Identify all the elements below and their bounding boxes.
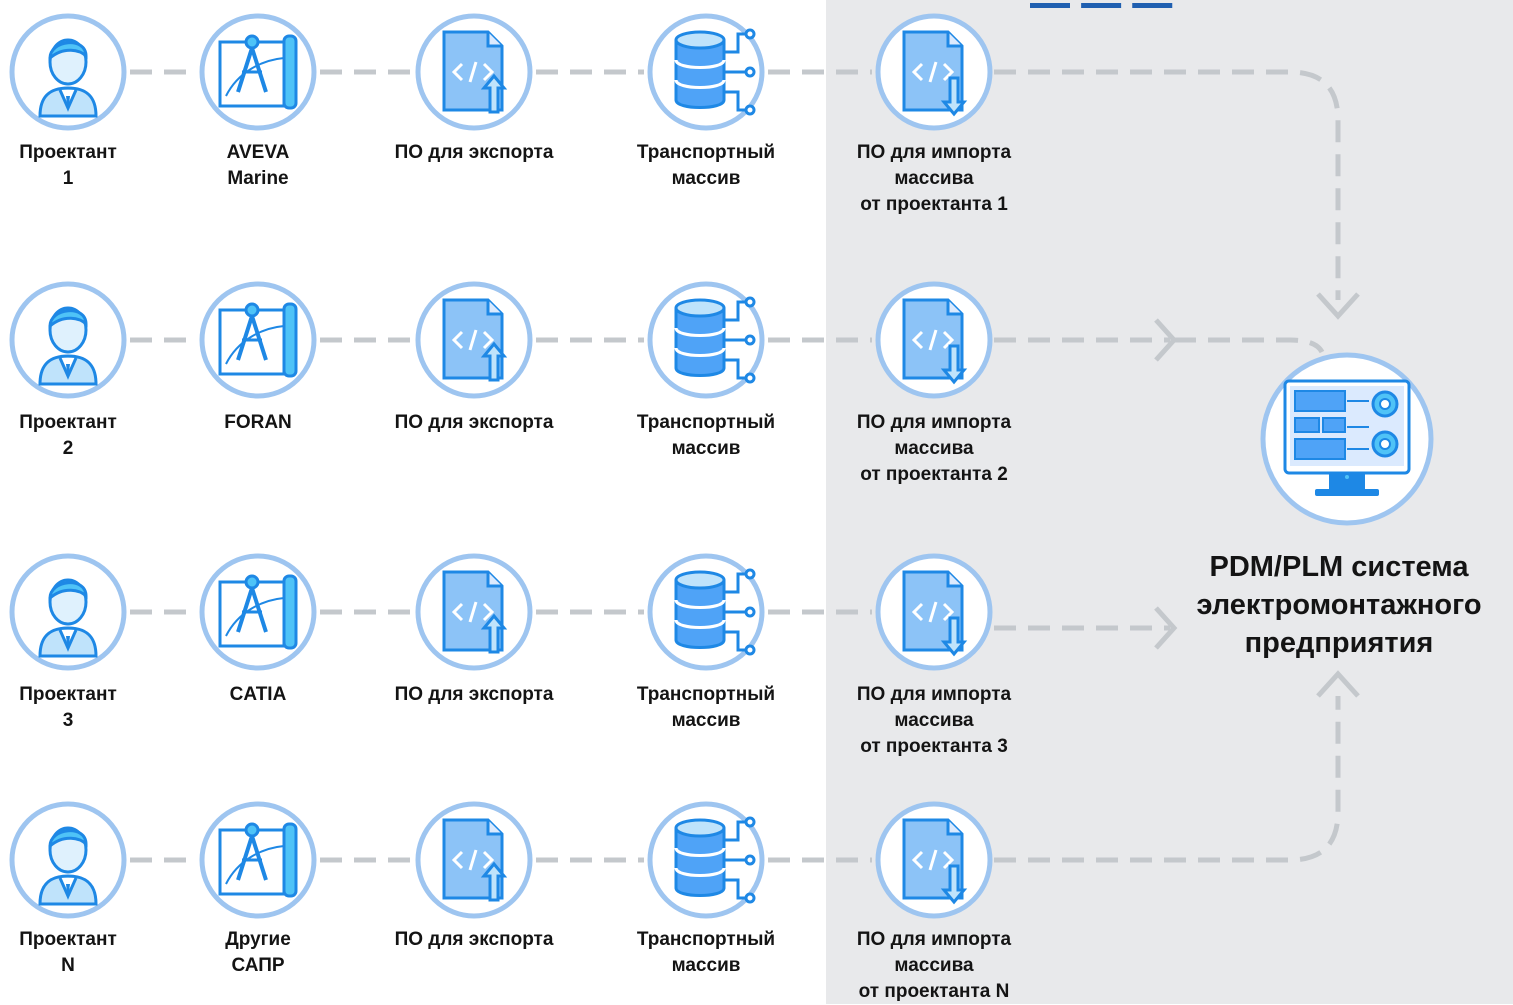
designer-label: Проектант N (19, 929, 117, 976)
computer-gears-icon (1260, 352, 1434, 526)
arrow-head-up (1316, 670, 1360, 698)
code-import-icon (875, 553, 993, 671)
import-software-label: ПО для импорта массива от проектанта 2 (856, 412, 1012, 485)
person-icon (9, 281, 127, 399)
code-import-icon (875, 13, 993, 131)
person-icon (9, 13, 127, 131)
pdm-plm-system-label: PDM/PLM система электромонтажного предпр… (1196, 551, 1482, 659)
transport-array-node (646, 12, 766, 132)
arrow-head-down (1316, 292, 1360, 320)
code-export-icon (415, 553, 533, 671)
export-software-node (414, 12, 534, 132)
import-software-label: ПО для импорта массива от проектанта N (856, 929, 1012, 1002)
import-software-node (874, 280, 994, 400)
code-export-icon (415, 801, 533, 919)
code-import-icon (875, 281, 993, 399)
cad-node (198, 800, 318, 920)
transport-array-label: Транспортный массив (636, 142, 776, 189)
pdm-plm-system-node (1257, 349, 1437, 529)
designer-node (8, 800, 128, 920)
cad-node (198, 552, 318, 672)
transport-array-label: Транспортный массив (636, 684, 776, 731)
cad-label: CATIA (229, 684, 287, 705)
transport-array-node (646, 280, 766, 400)
drafting-compass-icon (199, 281, 317, 399)
cad-node (198, 280, 318, 400)
cropped-title-fragment: ▬ ▬ ▬ (1030, 0, 1230, 8)
dashed-connector-to-system (994, 696, 1341, 863)
export-software-label: ПО для экспорта (394, 142, 554, 163)
person-icon (9, 553, 127, 671)
import-software-node (874, 552, 994, 672)
export-software-node (414, 552, 534, 672)
transport-array-label: Транспортный массив (636, 929, 776, 976)
transport-array-node (646, 800, 766, 920)
designer-label: Проектант 3 (19, 684, 117, 731)
person-icon (9, 801, 127, 919)
export-software-label: ПО для экспорта (394, 684, 554, 705)
transport-array-node (646, 552, 766, 672)
cad-label: Другие САПР (225, 929, 291, 976)
designer-node (8, 552, 128, 672)
cad-node (198, 12, 318, 132)
database-icon (647, 801, 765, 919)
import-software-node (874, 800, 994, 920)
drafting-compass-icon (199, 13, 317, 131)
drafting-compass-icon (199, 801, 317, 919)
database-icon (647, 13, 765, 131)
export-software-label: ПО для экспорта (394, 929, 554, 950)
designer-node (8, 280, 128, 400)
export-software-node (414, 800, 534, 920)
database-icon (647, 281, 765, 399)
import-software-node (874, 12, 994, 132)
export-software-node (414, 280, 534, 400)
cad-label: AVEVA Marine (226, 142, 290, 189)
code-export-icon (415, 281, 533, 399)
dashed-connector-to-system (994, 69, 1341, 300)
dashed-connector-to-system (1174, 337, 1325, 354)
code-import-icon (875, 801, 993, 919)
designer-node (8, 12, 128, 132)
cad-label: FORAN (224, 412, 292, 433)
designer-label: Проектант 2 (19, 412, 117, 459)
export-software-label: ПО для экспорта (394, 412, 554, 433)
database-icon (647, 553, 765, 671)
code-export-icon (415, 13, 533, 131)
import-software-label: ПО для импорта массива от проектанта 3 (856, 684, 1012, 757)
drafting-compass-icon (199, 553, 317, 671)
import-software-label: ПО для импорта массива от проектанта 1 (856, 142, 1012, 215)
transport-array-label: Транспортный массив (636, 412, 776, 459)
designer-label: Проектант 1 (19, 142, 117, 189)
arrow-head-right (1154, 606, 1178, 650)
